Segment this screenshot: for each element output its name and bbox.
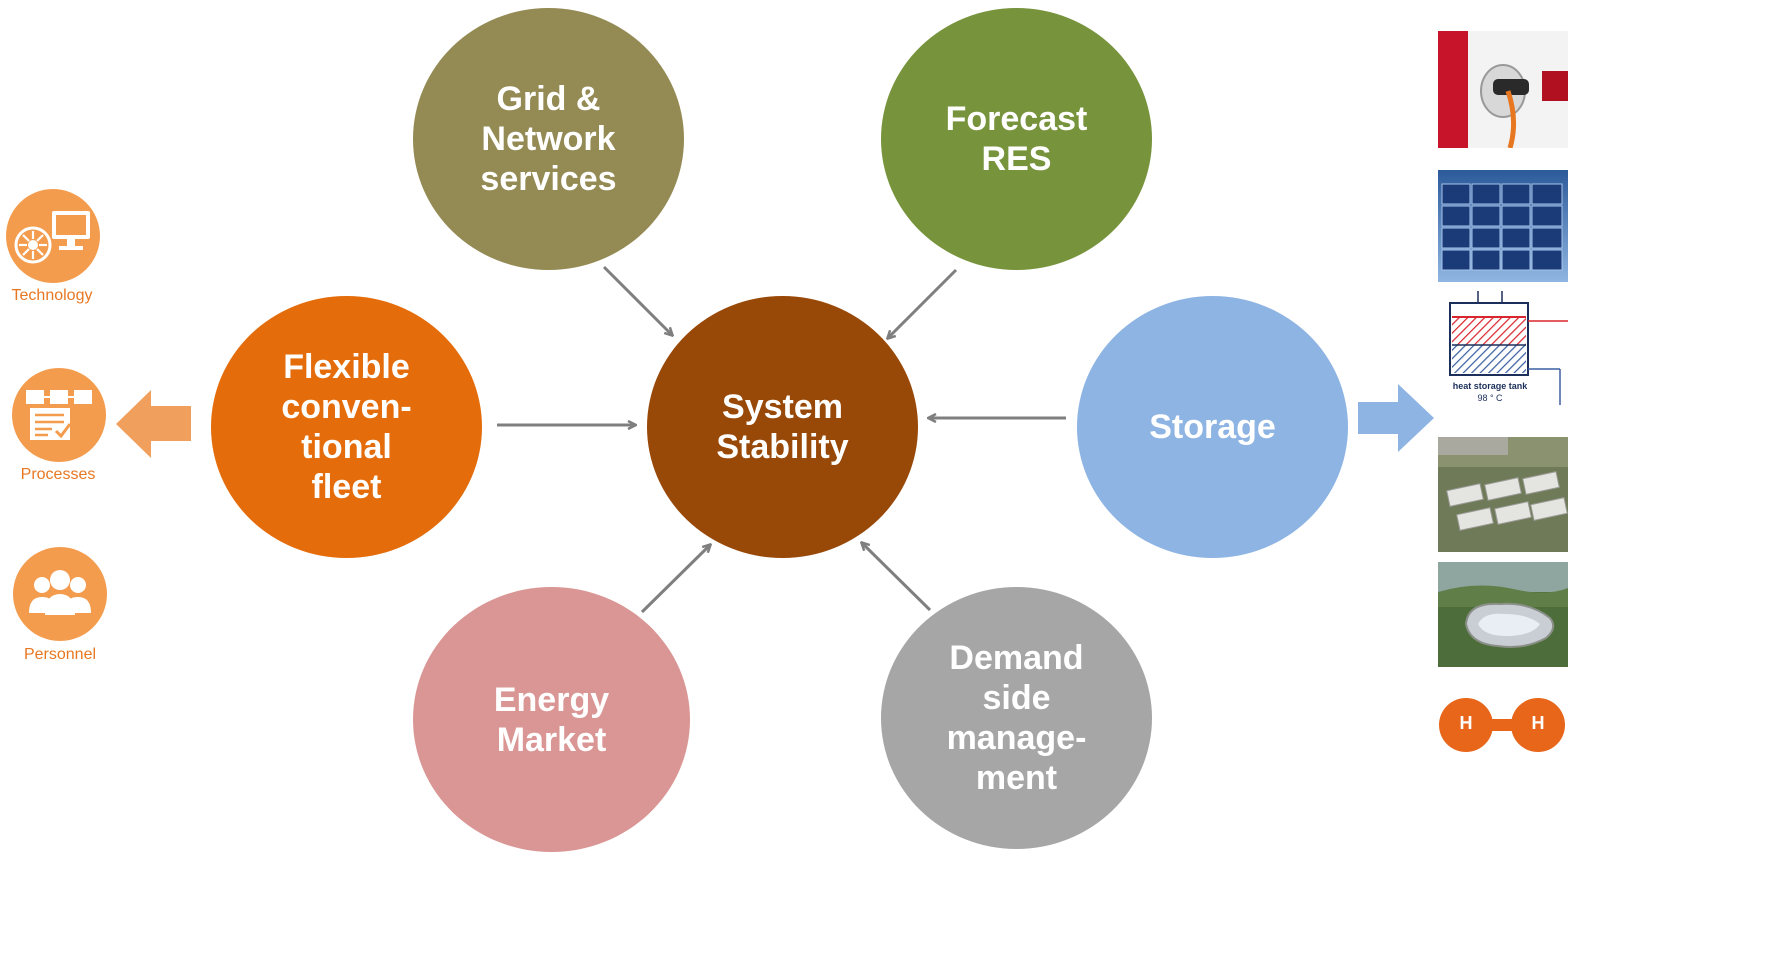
processes-label: Processes bbox=[20, 466, 96, 483]
grid-network-services-node: Grid & Network services bbox=[413, 8, 684, 270]
arrow-grid-to-center bbox=[602, 265, 672, 335]
technology-icon bbox=[6, 189, 100, 283]
energy-market-label: Energy Market bbox=[493, 680, 610, 759]
flexible-conventional-fleet-node: Flexible conven- tional fleet bbox=[211, 296, 482, 558]
storage-node: Storage bbox=[1077, 296, 1348, 558]
heat-tank-label: heat storage tank bbox=[1452, 381, 1528, 391]
left-block-arrow bbox=[116, 390, 191, 458]
arrow-forecast-to-center bbox=[888, 268, 958, 338]
system-stability-label: System Stability bbox=[716, 388, 849, 466]
storage-label: Storage bbox=[1149, 408, 1276, 446]
solar-panel-image bbox=[1438, 170, 1568, 282]
technology-label: Technology bbox=[11, 287, 93, 304]
forecast-res-node: Forecast RES bbox=[881, 8, 1152, 270]
pumped-hydro-reservoir-image bbox=[1438, 562, 1568, 667]
demand-side-management-label: Demand side manage- ment bbox=[946, 639, 1087, 797]
personnel-icon bbox=[13, 547, 107, 641]
flexible-conventional-fleet-label: Flexible conven- tional fleet bbox=[281, 348, 412, 506]
forecast-res-label: Forecast RES bbox=[945, 100, 1088, 178]
hydrogen-atom-right-label: H bbox=[1531, 713, 1545, 733]
processes-icon bbox=[12, 368, 106, 462]
hydrogen-molecule-icon: H H bbox=[1438, 697, 1568, 753]
arrow-demand-to-center bbox=[862, 543, 932, 612]
ev-charging-image bbox=[1438, 31, 1568, 148]
grid-network-services-label: Grid & Network services bbox=[480, 80, 617, 198]
system-stability-node: System Stability bbox=[647, 296, 918, 558]
personnel-label: Personnel bbox=[23, 646, 97, 663]
hydrogen-atom-left-label: H bbox=[1459, 713, 1473, 733]
energy-market-node: Energy Market bbox=[413, 587, 690, 852]
demand-side-management-node: Demand side manage- ment bbox=[881, 587, 1152, 849]
arrow-market-to-center bbox=[640, 545, 710, 614]
heat-storage-tank-image: heat storage tank 98 ° C bbox=[1440, 285, 1570, 407]
battery-storage-facility-image bbox=[1438, 437, 1568, 552]
heat-tank-temp: 98 ° C bbox=[1477, 393, 1503, 403]
right-block-arrow bbox=[1358, 384, 1434, 452]
